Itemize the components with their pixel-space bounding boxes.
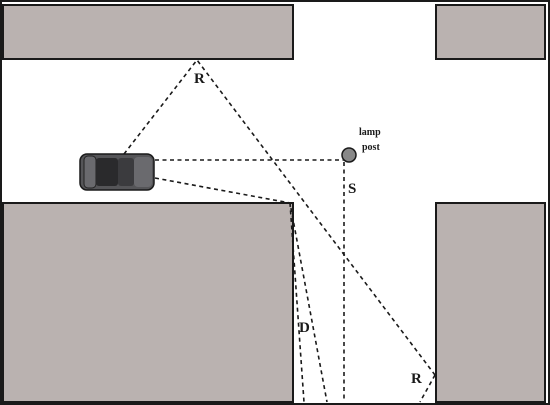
diffracted-path-edge <box>289 202 305 403</box>
building-top-left <box>2 4 294 60</box>
reflected-path-bottom <box>419 374 436 403</box>
building-top-right <box>435 4 546 60</box>
signal-paths <box>123 58 436 403</box>
label-post: post <box>362 142 380 153</box>
car-icon <box>79 153 155 191</box>
label-scattered: S <box>348 181 356 197</box>
building-bottom-left <box>2 202 294 403</box>
label-lamp: lamp <box>359 127 381 138</box>
label-reflected-top: R <box>194 71 205 87</box>
reflected-path-top <box>123 58 436 376</box>
lamp-post-icon <box>341 147 357 163</box>
label-reflected-bottom: R <box>411 371 422 387</box>
building-bottom-right <box>435 202 546 403</box>
label-diffracted: D <box>299 320 310 336</box>
